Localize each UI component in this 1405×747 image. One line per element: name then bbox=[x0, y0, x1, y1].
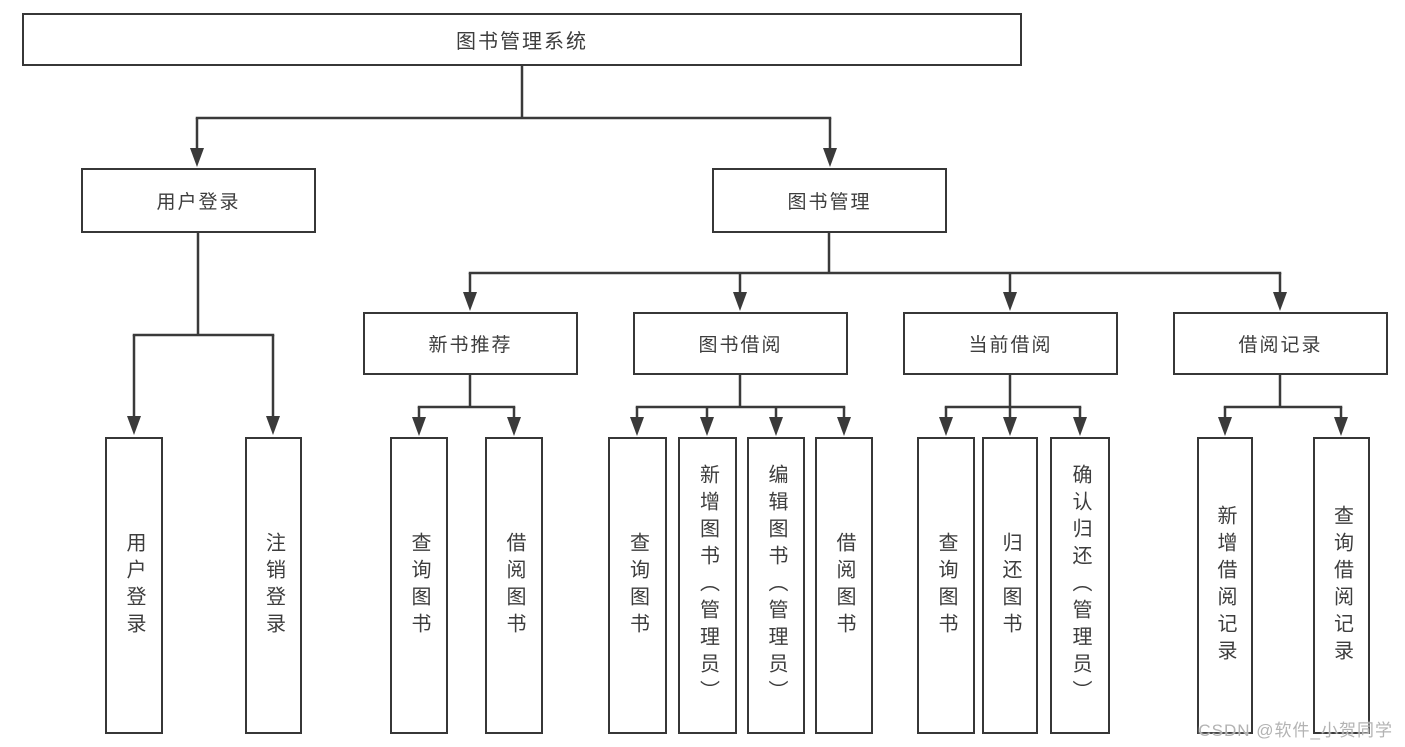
leaf-confirm-return-admin: 确认归还（管理员） bbox=[1050, 437, 1110, 734]
node-library-management-system: 图书管理系统 bbox=[22, 13, 1022, 66]
node-book-borrow: 图书借阅 bbox=[633, 312, 848, 375]
node-book-management: 图书管理 bbox=[712, 168, 947, 233]
leaf-add-books-admin: 新增图书（管理员） bbox=[678, 437, 737, 734]
node-current-borrow: 当前借阅 bbox=[903, 312, 1118, 375]
node-new-book-recommend: 新书推荐 bbox=[363, 312, 578, 375]
leaf-query-books-borrow: 查询图书 bbox=[608, 437, 667, 734]
leaf-query-borrow-record: 查询借阅记录 bbox=[1313, 437, 1370, 734]
leaf-logout: 注销登录 bbox=[245, 437, 302, 734]
leaf-edit-books-admin: 编辑图书（管理员） bbox=[747, 437, 805, 734]
leaf-query-books-recommend: 查询图书 bbox=[390, 437, 448, 734]
leaf-return-books: 归还图书 bbox=[982, 437, 1038, 734]
leaf-user-login: 用户登录 bbox=[105, 437, 163, 734]
leaf-add-borrow-record: 新增借阅记录 bbox=[1197, 437, 1253, 734]
arrowheads bbox=[127, 148, 1348, 436]
csdn-watermark: CSDN @软件_小贺同学 bbox=[1198, 721, 1393, 740]
leaf-borrow-books-recommend: 借阅图书 bbox=[485, 437, 543, 734]
node-borrow-records: 借阅记录 bbox=[1173, 312, 1388, 375]
node-user-login: 用户登录 bbox=[81, 168, 316, 233]
leaf-query-books-current: 查询图书 bbox=[917, 437, 975, 734]
leaf-borrow-books: 借阅图书 bbox=[815, 437, 873, 734]
